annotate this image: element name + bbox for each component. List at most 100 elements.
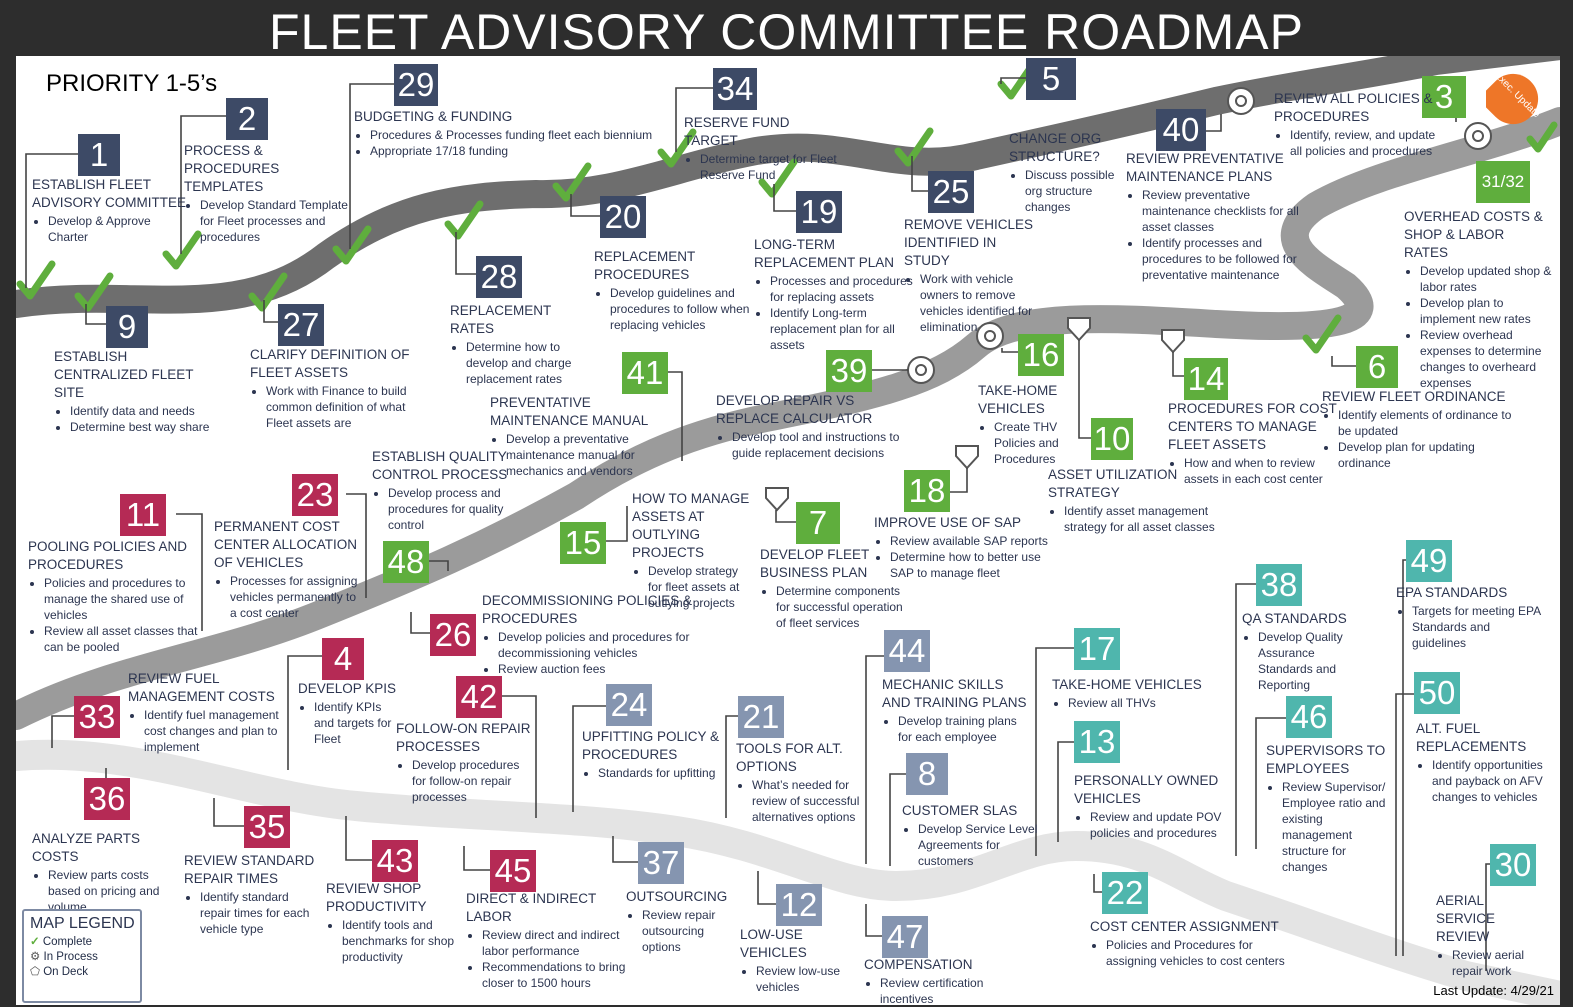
milestone-31-32-bullet-1: Develop updated shop & labor rates: [1420, 263, 1552, 295]
milestone-43-number: 43: [372, 840, 418, 882]
milestone-5-title: CHANGE ORG STRUCTURE?: [1009, 131, 1102, 164]
milestone-30-title: AERIAL SERVICE REVIEW: [1436, 893, 1496, 944]
milestone-29: BUDGETING & FUNDING Procedures & Process…: [354, 108, 664, 159]
milestone-14-number: 14: [1184, 358, 1228, 400]
milestone-10: ASSET UTILIZATION STRATEGY Identify asse…: [1048, 466, 1224, 535]
milestone-44-title: MECHANIC SKILLS AND TRAINING PLANS: [882, 677, 1027, 710]
milestone-6-bullet-1: Identify elements of ordinance to be upd…: [1338, 407, 1512, 439]
milestone-33-number: 33: [74, 696, 120, 738]
milestone-22-number: 22: [1102, 872, 1148, 914]
milestone-46-bullet: Review Supervisor/ Employee ratio and ex…: [1282, 779, 1386, 875]
milestone-47-number: 47: [882, 916, 928, 958]
milestone-22-bullet: Policies and Procedures for assigning ve…: [1106, 937, 1290, 969]
milestone-31-32-title: OVERHEAD COSTS & SHOP & LABOR RATES: [1404, 209, 1543, 260]
legend-on-deck-label: On Deck: [43, 966, 88, 978]
milestone-11-title: POOLING POLICIES AND PROCEDURES: [28, 539, 188, 572]
milestone-18-title: IMPROVE USE OF SAP: [874, 515, 1022, 530]
milestone-48: ESTABLISH QUALITY CONTROL PROCESS Develo…: [372, 448, 512, 533]
milestone-15-bullet: Develop strategy for fleet assets at out…: [648, 563, 750, 611]
milestone-13: PERSONALLY OWNED VEHICLES Review and upd…: [1074, 772, 1234, 841]
milestone-18-bullet-1: Review available SAP reports: [890, 533, 1064, 549]
milestone-28-number: 28: [476, 256, 522, 298]
milestone-17: TAKE-HOME VEHICLES Review all THVs: [1052, 676, 1232, 711]
milestone-2: PROCESS & PROCEDURES TEMPLATES Develop S…: [184, 142, 354, 245]
milestone-41-title: PREVENTATIVE MAINTENANCE MANUAL: [490, 395, 649, 428]
map-legend: MAP LEGEND ✓ Complete ⚙ In Process ⬠ On …: [22, 909, 142, 1003]
milestone-7-number: 7: [796, 502, 840, 544]
milestone-20: REPLACEMENT PROCEDURES Develop guideline…: [594, 248, 754, 333]
priority-label: PRIORITY 1-5’s: [46, 70, 218, 97]
road-mid: [16, 107, 1560, 730]
milestone-10-bullet: Identify asset management strategy for a…: [1064, 503, 1224, 535]
milestone-24-bullet: Standards for upfitting: [598, 765, 732, 781]
milestone-49-title: EPA STANDARDS: [1396, 585, 1508, 600]
milestone-24-number: 24: [606, 684, 652, 726]
milestone-1-number: 1: [78, 134, 120, 176]
milestone-49: EPA STANDARDS Targets for meeting EPA St…: [1396, 584, 1546, 651]
milestone-38-title: QA STANDARDS: [1242, 611, 1347, 626]
milestone-6-bullet-2: Develop plan for updating ordinance: [1338, 439, 1512, 471]
milestone-23-bullet: Processes for assigning vehicles permane…: [230, 573, 364, 621]
milestone-18-number: 18: [904, 470, 950, 512]
milestone-14-bullet: How and when to review assets in each co…: [1184, 455, 1338, 487]
milestone-26-bullet-1: Develop policies and procedures for deco…: [498, 629, 702, 661]
milestone-9-bullet-1: Identify data and needs: [70, 403, 224, 419]
milestone-21: TOOLS FOR ALT. OPTIONS What’s needed for…: [736, 740, 876, 825]
milestone-12: LOW-USE VEHICLES Review low-use vehicles: [740, 926, 870, 995]
milestone-48-bullet: Develop process and procedures for quali…: [388, 485, 512, 533]
milestone-28-title: REPLACEMENT RATES: [450, 303, 552, 336]
road-upper: [16, 56, 1560, 318]
on-deck-markers: [765, 317, 1185, 512]
legend-complete-label: Complete: [42, 936, 93, 948]
legend-complete: ✓ Complete: [30, 935, 140, 950]
legend-in-process: ⚙ In Process: [30, 950, 140, 965]
milestone-22: COST CENTER ASSIGNMENT Policies and Proc…: [1090, 918, 1290, 969]
milestone-40-title: REVIEW PREVENTATIVE MAINTENANCE PLANS: [1126, 151, 1284, 184]
milestone-8-bullet: Develop Service Level Agreements for cus…: [918, 821, 1042, 869]
milestone-24-title: UPFITTING POLICY & PROCEDURES: [582, 729, 720, 762]
milestone-9-number: 9: [106, 306, 148, 348]
milestone-46: SUPERVISORS TO EMPLOYEES Review Supervis…: [1266, 742, 1386, 875]
milestone-17-bullet: Review all THVs: [1068, 695, 1232, 711]
milestone-36: ANALYZE PARTS COSTS Review parts costs b…: [32, 830, 182, 915]
milestone-45-bullet-1: Review direct and indirect labor perform…: [482, 927, 626, 959]
milestone-11: POOLING POLICIES AND PROCEDURES Policies…: [28, 538, 208, 655]
milestone-41: PREVENTATIVE MAINTENANCE MANUAL Develop …: [490, 394, 686, 479]
milestone-4-bullet: Identify KPIs and targets for Fleet: [314, 699, 398, 747]
milestone-42-bullet: Develop procedures for follow-on repair …: [412, 757, 536, 805]
milestone-23: PERMANENT COST CENTER ALLOCATION OF VEHI…: [214, 518, 364, 621]
milestone-47-title: COMPENSATION: [864, 957, 973, 972]
milestone-18: IMPROVE USE OF SAP Review available SAP …: [874, 514, 1064, 581]
milestone-2-title: PROCESS & PROCEDURES TEMPLATES: [184, 143, 280, 194]
milestone-8: CUSTOMER SLAS Develop Service Level Agre…: [902, 802, 1042, 869]
milestone-29-bullet-1: Procedures & Processes funding fleet eac…: [370, 127, 664, 143]
milestone-22-title: COST CENTER ASSIGNMENT: [1090, 919, 1279, 934]
milestone-25-bullet: Work with vehicle owners to remove vehic…: [920, 271, 1044, 335]
milestone-11-bullet-1: Policies and procedures to manage the sh…: [44, 575, 208, 623]
milestone-17-title: TAKE-HOME VEHICLES: [1052, 677, 1202, 692]
milestone-16-number: 16: [1018, 334, 1064, 376]
milestone-43-title: REVIEW SHOP PRODUCTIVITY: [326, 881, 427, 914]
milestone-15-title: HOW TO MANAGE ASSETS AT OUTLYING PROJECT…: [632, 491, 750, 560]
milestone-35-bullet: Identify standard repair times for each …: [200, 889, 320, 937]
milestone-4: DEVELOP KPIs Identify KPIs and targets f…: [298, 680, 398, 747]
milestone-16-bullet: Create THV Policies and Procedures: [994, 419, 1078, 467]
milestone-50-bullet: Identify opportunities and payback on AF…: [1432, 757, 1556, 805]
milestone-13-title: PERSONALLY OWNED VEHICLES: [1074, 773, 1219, 806]
milestone-28-bullet: Determine how to develop and charge repl…: [466, 339, 590, 387]
milestone-34-number: 34: [713, 68, 757, 110]
milestone-27-bullet: Work with Finance to build common defini…: [266, 383, 418, 431]
milestone-19-bullet-2: Identify Long-term replacement plan for …: [770, 305, 914, 353]
milestone-12-title: LOW-USE VEHICLES: [740, 927, 807, 960]
milestone-36-number: 36: [84, 778, 130, 820]
milestone-24: UPFITTING POLICY & PROCEDURES Standards …: [582, 728, 732, 781]
milestone-38-number: 38: [1256, 564, 1302, 606]
roadmap-board: PRIORITY 1-5’s Exec. Update 1 2 29 34 5 …: [16, 56, 1560, 1005]
milestone-42-number: 42: [456, 676, 502, 718]
milestone-34: RESERVE FUND TARGET Determine target for…: [684, 114, 844, 183]
milestone-16-title: TAKE-HOME VEHICLES: [978, 383, 1058, 416]
page-title: FLEET ADVISORY COMMITTEE ROADMAP: [269, 4, 1304, 60]
milestone-26-bullet-2: Review auction fees: [498, 661, 702, 677]
milestone-28: REPLACEMENT RATES Determine how to devel…: [450, 302, 590, 387]
